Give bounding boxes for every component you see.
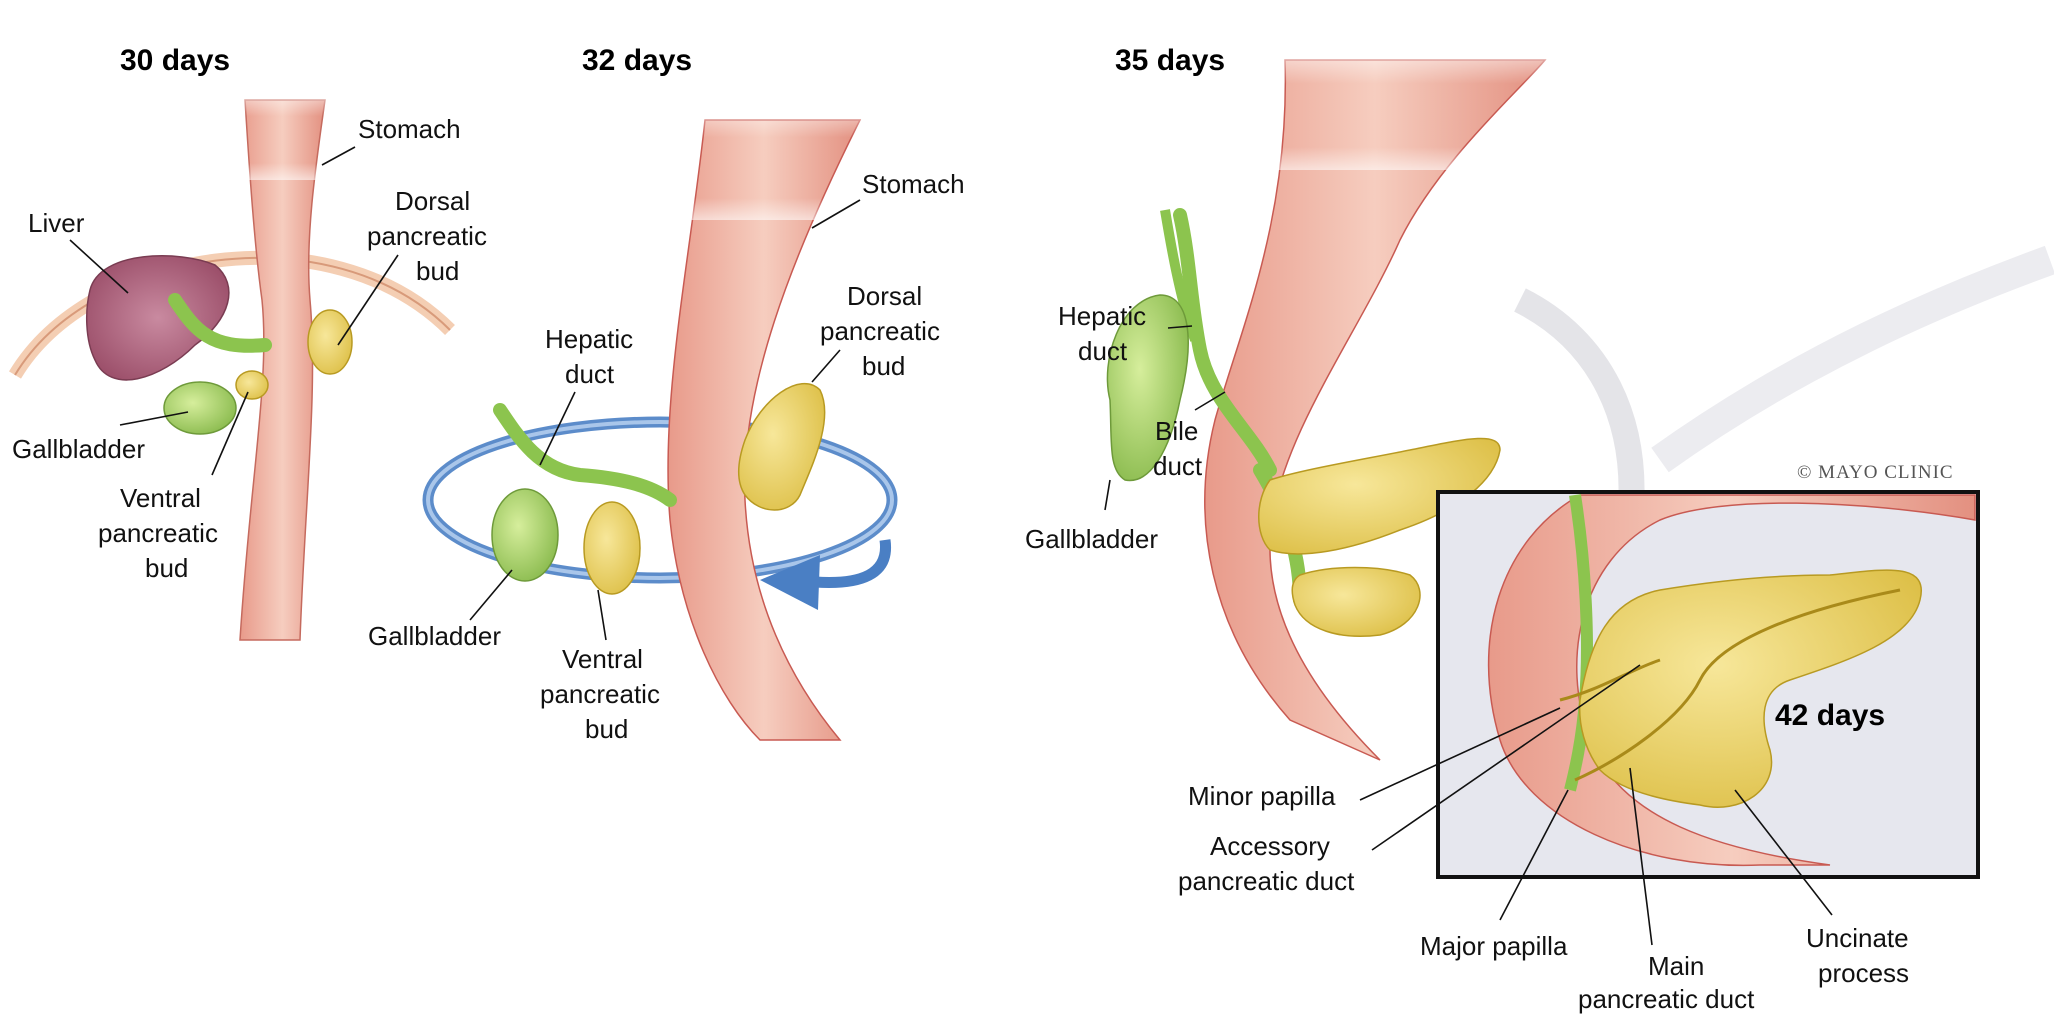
stage-title-30: 30 days xyxy=(120,44,230,77)
label-hepatic-32-2: duct xyxy=(565,359,615,389)
stomach-30 xyxy=(239,99,326,641)
label-main-duct-1: Main xyxy=(1648,951,1704,981)
label-gallbladder-32: Gallbladder xyxy=(368,621,501,651)
label-hepatic-35-2: duct xyxy=(1078,336,1128,366)
ventral-bud-30 xyxy=(235,370,269,400)
label-gallbladder-35: Gallbladder xyxy=(1025,524,1158,554)
label-ventral-30-2: pancreatic xyxy=(98,518,218,548)
stage-30-days: 30 days Stomach Liver Dorsal pancreatic … xyxy=(9,44,487,641)
stage-35-days: 35 days Hepatic duct Bile duct Gallbladd… xyxy=(1025,44,2054,761)
label-dorsal-30-3: bud xyxy=(416,256,459,286)
stage-title-32: 32 days xyxy=(582,44,692,77)
label-stomach-30: Stomach xyxy=(358,114,461,144)
label-gallbladder-30: Gallbladder xyxy=(12,434,145,464)
label-stomach-32: Stomach xyxy=(862,169,965,199)
ventral-pancreas-35 xyxy=(1291,566,1421,637)
label-dorsal-32-1: Dorsal xyxy=(847,281,922,311)
label-uncinate-1: Uncinate xyxy=(1806,923,1909,953)
gallbladder-35 xyxy=(1106,294,1189,482)
dorsal-bud-30 xyxy=(307,309,353,375)
labels-42-days: Minor papilla Accessory pancreatic duct … xyxy=(1178,664,1909,1014)
gallbladder-32 xyxy=(491,488,559,582)
pancreas-42 xyxy=(1578,569,1923,808)
label-ventral-32-3: bud xyxy=(585,714,628,744)
stomach-32 xyxy=(667,119,862,741)
stomach-35 xyxy=(1204,59,1547,761)
inset-42-days: 42 days © MAYO CLINIC xyxy=(1436,462,1980,879)
label-bile-35-2: duct xyxy=(1153,451,1203,481)
duct-32 xyxy=(493,403,677,507)
label-bile-35-1: Bile xyxy=(1155,416,1198,446)
label-accessory-duct-1: Accessory xyxy=(1210,831,1330,861)
label-dorsal-32-3: bud xyxy=(862,351,905,381)
label-minor-papilla: Minor papilla xyxy=(1188,781,1336,811)
label-hepatic-32-1: Hepatic xyxy=(545,324,633,354)
label-dorsal-30-2: pancreatic xyxy=(367,221,487,251)
label-ventral-30-1: Ventral xyxy=(120,483,201,513)
label-uncinate-2: process xyxy=(1818,958,1909,988)
rotation-arrow-icon xyxy=(760,555,820,610)
copyright-text: © MAYO CLINIC xyxy=(1797,462,1954,483)
label-ventral-30-3: bud xyxy=(145,553,188,583)
label-hepatic-35-1: Hepatic xyxy=(1058,301,1146,331)
label-main-duct-2: pancreatic duct xyxy=(1578,984,1755,1014)
stage-32-days: 32 days Stomach Dorsal pancreatic bud He… xyxy=(368,44,965,744)
label-ventral-32-1: Ventral xyxy=(562,644,643,674)
label-liver-30: Liver xyxy=(28,208,85,238)
label-accessory-duct-2: pancreatic duct xyxy=(1178,866,1355,896)
stage-title-35: 35 days xyxy=(1115,44,1225,77)
label-dorsal-32-2: pancreatic xyxy=(820,316,940,346)
label-major-papilla: Major papilla xyxy=(1420,931,1568,961)
stage-title-42: 42 days xyxy=(1775,699,1885,732)
duct-30 xyxy=(168,293,272,353)
gallbladder-30 xyxy=(163,381,237,435)
dorsal-bud-32 xyxy=(737,383,826,511)
ventral-bud-32 xyxy=(583,501,641,595)
duodenum-42 xyxy=(1487,494,1976,867)
label-ventral-32-2: pancreatic xyxy=(540,679,660,709)
label-dorsal-30-1: Dorsal xyxy=(395,186,470,216)
hepatic-duct-35 xyxy=(1173,208,1277,477)
